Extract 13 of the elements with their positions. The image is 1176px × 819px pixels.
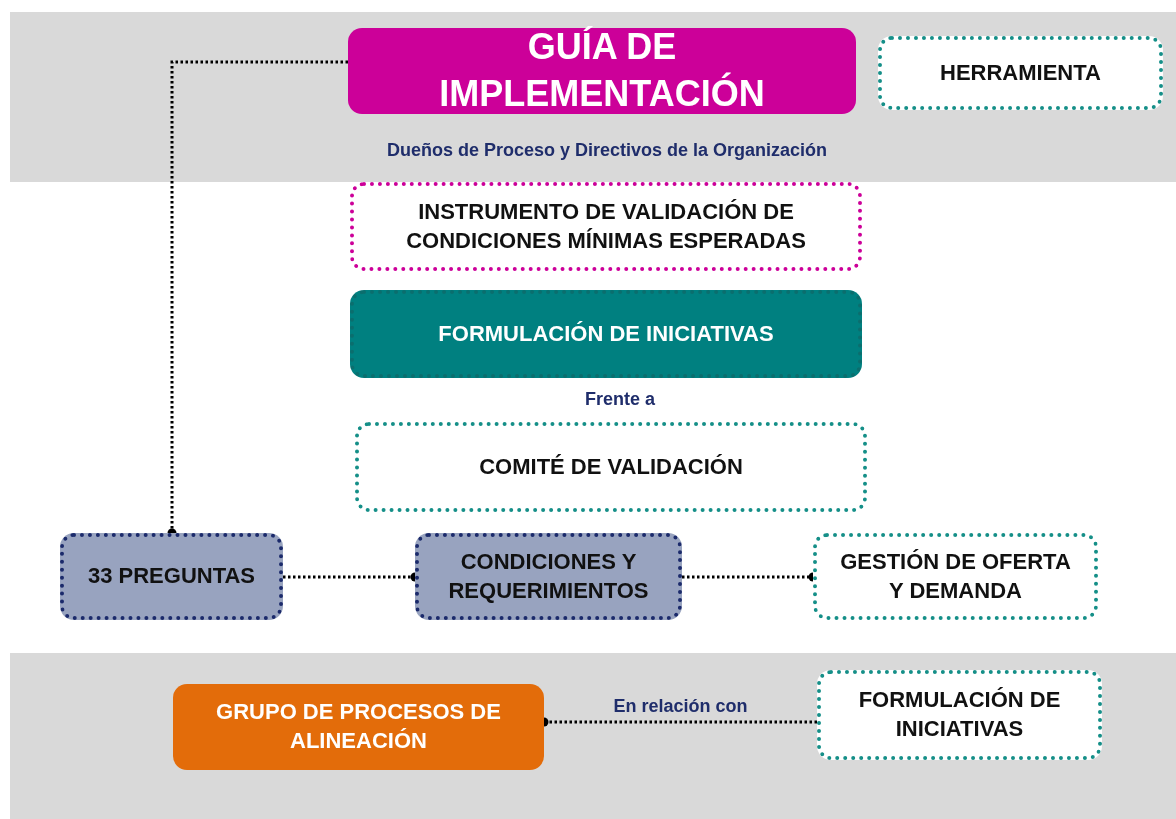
note-text: Frente a [585, 389, 655, 410]
process-box: FORMULACIÓN DE INICIATIVAS [350, 290, 862, 378]
process-box: CONDICIONES Y REQUERIMIENTOS [415, 533, 682, 620]
process-box: INSTRUMENTO DE VALIDACIÓN DE CONDICIONES MÍNIMAS ESPERADAS [350, 182, 862, 271]
process-box: COMITÉ DE VALIDACIÓN [355, 422, 867, 512]
note-text: Dueños de Proceso y Directivos de la Organización [386, 140, 828, 161]
edge-label: En relación con [613, 696, 748, 717]
title-box: GUÍA DE IMPLEMENTACIÓN [348, 28, 856, 114]
process-box: HERRAMIENTA [878, 36, 1163, 110]
process-box: GRUPO DE PROCESOS DE ALINEACIÓN [173, 684, 544, 770]
process-box: GESTIÓN DE OFERTA Y DEMANDA [813, 533, 1098, 620]
process-box: 33 PREGUNTAS [60, 533, 283, 620]
process-box: FORMULACIÓN DE INICIATIVAS [817, 670, 1102, 760]
